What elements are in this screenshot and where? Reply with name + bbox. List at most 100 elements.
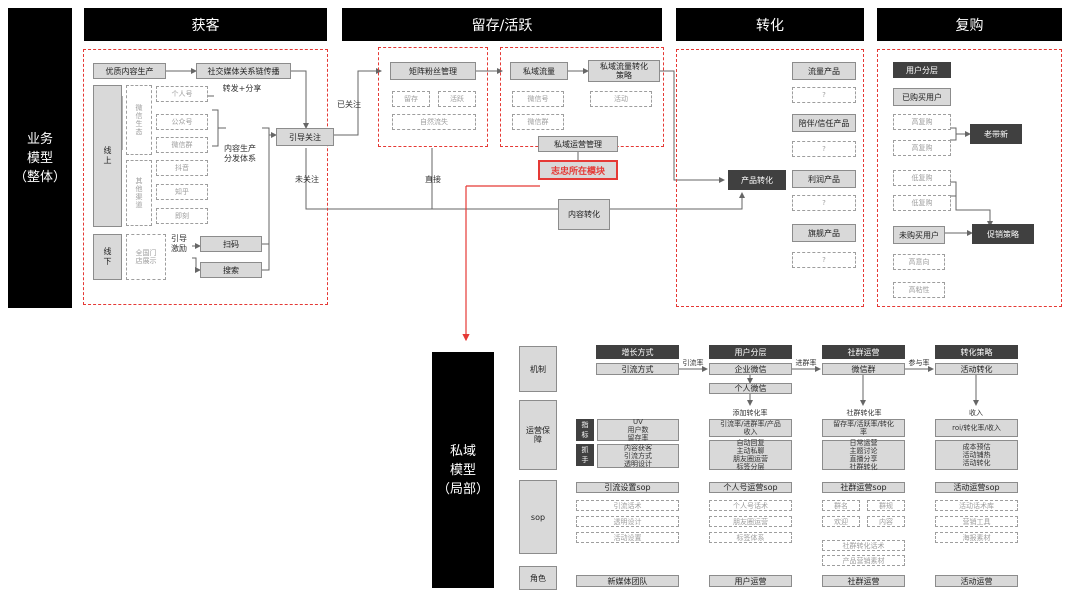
rate-join-label: 参与率 xyxy=(908,359,930,367)
private-model-label: 私域 模型 （局部） xyxy=(432,352,494,588)
header-retention: 留存/活跃 xyxy=(342,8,662,41)
ind-c4: roi/转化率/收入 xyxy=(935,419,1018,437)
guide-follow-box: 引导关注 xyxy=(276,128,334,146)
not-purchased-box: 未购买用户 xyxy=(893,226,945,244)
row-role: 角色 xyxy=(519,566,557,590)
sop-c2-a: 个人号话术 xyxy=(709,500,792,511)
content-dist-label: 内容生产 分发体系 xyxy=(224,144,256,163)
matrix-fans-box: 矩阵粉丝管理 xyxy=(390,62,476,80)
q-box-2: ? xyxy=(792,141,856,157)
header-acquisition: 获客 xyxy=(84,8,327,41)
role-c2: 用户运营 xyxy=(709,575,792,587)
natural-loss-box: 自然流失 xyxy=(392,114,476,130)
personal-wx-box: 个人微信 xyxy=(709,383,792,394)
sop-c3-a: 群名 xyxy=(822,500,860,511)
zhihu-box: 知乎 xyxy=(156,184,208,200)
repurchase-section xyxy=(877,49,1062,307)
not-followed-label: 未关注 xyxy=(295,175,319,184)
low-freq-box: 低复购 xyxy=(893,195,951,211)
followed-label: 已关注 xyxy=(337,100,361,109)
social-spread-box: 社交媒体关系链传播 xyxy=(196,63,291,79)
personal-account-box: 个人号 xyxy=(156,86,208,102)
wechat-group-box: 微信群 xyxy=(156,137,208,153)
q-box-4: ? xyxy=(792,252,856,268)
user-layer-box: 用户分层 xyxy=(893,62,951,78)
header-repurchase: 复购 xyxy=(877,8,1062,41)
mech-wecom: 企业微信 xyxy=(709,363,792,375)
active-box: 活跃 xyxy=(438,91,476,107)
sop-c4-c: 海报素材 xyxy=(935,532,1018,543)
high-rep-box: 高复购 xyxy=(893,114,951,130)
high-intent-box: 高意向 xyxy=(893,254,945,270)
activity-box: 活动 xyxy=(590,91,652,107)
indicator-label: 指 标 xyxy=(576,419,594,441)
sop-c1-a: 引流话术 xyxy=(576,500,679,511)
private-strategy-box: 私域流量转化 策略 xyxy=(588,60,660,82)
retain-box: 留存 xyxy=(392,91,430,107)
row-sop: sop xyxy=(519,480,557,554)
ind-c1: UV 用户数 留存率 xyxy=(597,418,679,442)
row-ops-guarantee: 运营保 障 xyxy=(519,400,557,470)
direct-label: 直接 xyxy=(425,175,441,184)
purchased-box: 已购买用户 xyxy=(893,88,951,106)
scan-box: 扫码 xyxy=(200,236,262,252)
quality-content-box: 优质内容生产 xyxy=(93,63,166,79)
official-account-box: 公众号 xyxy=(156,114,208,130)
store-display-box: 全国门 店展示 xyxy=(126,234,166,280)
low-rep-box: 低复购 xyxy=(893,170,951,186)
sop-c1-c: 活动设置 xyxy=(576,532,679,543)
conversion-section xyxy=(676,49,864,307)
private-ops-box: 私域运营管理 xyxy=(538,136,618,152)
rate-income-label: 收入 xyxy=(969,409,983,417)
private-traffic-box: 私域流量 xyxy=(510,62,568,80)
product-conv-box: 产品转化 xyxy=(728,170,786,190)
wechat-eco-box: 微 信 生 态 xyxy=(126,85,152,155)
hand-c4: 成本预估 活动铺热 活动转化 xyxy=(935,440,1018,470)
sop-head-c1: 引流设置sop xyxy=(576,482,679,493)
role-c4: 活动运营 xyxy=(935,575,1018,587)
other-channels-box: 其 他 渠 道 xyxy=(126,160,152,226)
col-conversion: 转化策略 xyxy=(935,345,1018,359)
sop-head-c2: 个人号运营sop xyxy=(709,482,792,493)
rate-group-label: 社群转化率 xyxy=(846,409,882,417)
header-conversion: 转化 xyxy=(676,8,864,41)
mech-lead: 引流方式 xyxy=(596,363,679,375)
guide-incentive-label: 引导 激励 xyxy=(171,234,187,253)
online-box: 线 上 xyxy=(93,85,122,227)
high-active-box: 高粘性 xyxy=(893,282,945,298)
trust-product-box: 陪伴/信任产品 xyxy=(792,114,856,132)
wechat-group-ret-box: 微信群 xyxy=(512,114,564,130)
sop-head-c3: 社群运营sop xyxy=(822,482,905,493)
retention-box-1 xyxy=(378,47,488,147)
forward-share-label: 转发+分享 xyxy=(222,84,262,93)
promo-box: 促销策略 xyxy=(972,224,1034,244)
col-user-layer: 用户分层 xyxy=(709,345,792,359)
sop-c3-e: 社群转化话术 xyxy=(822,540,905,551)
profit-product-box: 利润产品 xyxy=(792,170,856,188)
search-box: 搜索 xyxy=(200,262,262,278)
row-mechanism: 机制 xyxy=(519,346,557,392)
ind-c3: 留存率/活跃率/转化 率 xyxy=(822,419,905,437)
sop-c3-d: 内容 xyxy=(867,516,905,527)
sop-c2-c: 标签体系 xyxy=(709,532,792,543)
business-model-label: 业务 模型 （整体） xyxy=(8,8,72,308)
sop-c2-b: 朋友圈运营 xyxy=(709,516,792,527)
hand-c1: 内容获客 引流方式 透明设计 xyxy=(597,444,679,468)
role-c3: 社群运营 xyxy=(822,575,905,587)
douyin-box: 抖音 xyxy=(156,160,208,176)
offline-box: 线 下 xyxy=(93,234,122,280)
traffic-product-box: 流量产品 xyxy=(792,62,856,80)
content-conv-box: 内容转化 xyxy=(558,199,610,230)
sop-head-c4: 活动运营sop xyxy=(935,482,1018,493)
sop-c3-c: 欢迎 xyxy=(822,516,860,527)
highlight-module-box: 志忠所在模块 xyxy=(538,160,618,180)
rate-lead-label: 引流率 xyxy=(682,359,704,367)
mech-activity: 活动转化 xyxy=(935,363,1018,375)
ind-c2: 引流率/进群率/产品 收入 xyxy=(709,419,792,437)
sop-c3-f: 产品营销素材 xyxy=(822,555,905,566)
sop-c1-b: 透明设计 xyxy=(576,516,679,527)
role-c1: 新媒体团队 xyxy=(576,575,679,587)
handle-label: 抓 手 xyxy=(576,444,594,466)
sop-c4-b: 营销工具 xyxy=(935,516,1018,527)
